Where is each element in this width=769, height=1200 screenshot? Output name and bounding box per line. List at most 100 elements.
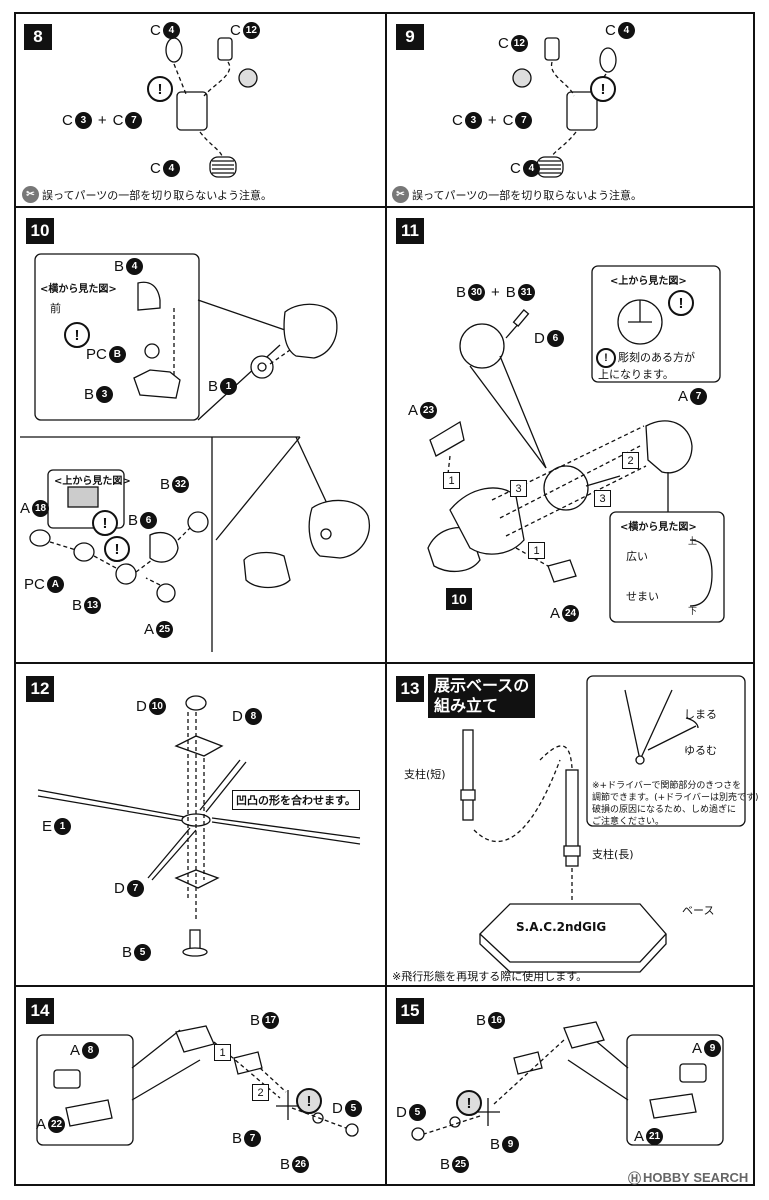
border-right — [753, 12, 755, 1186]
engrave-note-line1: 彫刻のある方が — [618, 351, 695, 364]
part-number: 31 — [517, 284, 535, 301]
part-number: 7 — [126, 880, 144, 897]
part-letter: B — [208, 378, 219, 395]
divider-row1 — [14, 206, 755, 208]
step13-base: ベース — [682, 904, 715, 917]
part-number: 18 — [32, 500, 50, 517]
part-number: 7 — [125, 112, 143, 129]
step13-short-post: 支柱(短) — [404, 768, 446, 781]
part-number: 9 — [502, 1136, 520, 1153]
engrave-note-line2: 上になります。 — [598, 368, 674, 381]
part-number: 8 — [244, 708, 262, 725]
caution-icon: ! — [92, 510, 118, 536]
step-15-number: 15 — [396, 998, 424, 1024]
part-number: 3 — [96, 386, 114, 403]
part-number: 7 — [690, 388, 708, 405]
part-letter: D — [136, 698, 147, 715]
part-letter: B — [440, 1156, 451, 1173]
step13-tighten: しまる — [684, 708, 717, 721]
step11-narrow-label: せまい — [626, 590, 659, 603]
part-letter: PC — [86, 346, 107, 363]
part-number: 4 — [126, 258, 144, 275]
caution-icon: ! — [296, 1088, 322, 1114]
driver-note-line: 調節できます。(+ドライバーは別売です) — [592, 793, 759, 803]
caution-icon: ! — [596, 348, 616, 368]
step-13-number: 13 — [396, 676, 424, 702]
step13-loosen: ゆるむ — [684, 744, 717, 757]
step11-seq-1a: 1 — [443, 472, 460, 489]
part-number: 12 — [510, 35, 528, 52]
step11-up-label: 上 — [688, 537, 698, 547]
scissors-icon: ✂ — [392, 186, 409, 203]
part-letter: E — [42, 818, 53, 835]
step10-front-label: 前 — [50, 302, 61, 315]
plus-sign: + — [491, 284, 500, 301]
step-10-number: 10 — [26, 218, 54, 244]
part-letter: A — [634, 1128, 645, 1145]
step-14-number: 14 — [26, 998, 54, 1024]
step11-engrave-note: !彫刻のある方が 上になります。 — [596, 348, 695, 382]
part-letter: C — [150, 22, 161, 39]
border-bottom — [14, 1184, 755, 1186]
part-number: 24 — [562, 605, 580, 622]
watermark-text: HOBBY SEARCH — [643, 1170, 749, 1185]
caution-icon: ! — [456, 1090, 482, 1116]
step11-seq-3b: 3 — [594, 490, 611, 507]
part-letter: C — [498, 35, 509, 52]
step9-note: ✂ 誤ってパーツの一部を切り取らないよう注意。 — [392, 186, 642, 203]
plus-sign: + — [487, 112, 497, 129]
part-letter: PC — [24, 576, 45, 593]
part-number: 1 — [220, 378, 238, 395]
part-number: 4 — [617, 22, 635, 39]
title-line2: 組み立て — [434, 696, 499, 715]
part-number: 32 — [172, 476, 190, 493]
caution-icon: ! — [590, 76, 616, 102]
part-number: 4 — [162, 160, 180, 177]
border-left — [14, 12, 16, 1186]
part-letter: B — [476, 1012, 487, 1029]
step10-top-view-title: <上から見た図> — [54, 476, 131, 487]
part-letter: A — [408, 402, 419, 419]
part-letter: A — [36, 1116, 47, 1133]
part-number: 1 — [54, 818, 72, 835]
step11-down-label: 下 — [688, 607, 698, 617]
part-letter: C — [62, 112, 73, 129]
step12-callout: 凹凸の形を合わせます。 — [232, 790, 360, 810]
sequence-marker: 3 — [510, 480, 527, 497]
part-letter: C — [510, 160, 521, 177]
step-11-number: 11 — [396, 218, 424, 244]
part-number: A — [46, 576, 64, 593]
divider-row3 — [14, 985, 755, 987]
step14-seq-2: 2 — [252, 1084, 269, 1101]
sequence-marker: 1 — [214, 1044, 231, 1061]
part-number: 10 — [148, 698, 166, 715]
sequence-marker: 1 — [528, 542, 545, 559]
part-number: 6 — [140, 512, 158, 529]
step10-side-view-title: <横から見た図> — [40, 284, 117, 295]
part-number: 4 — [162, 22, 180, 39]
part-letter: B — [505, 284, 516, 301]
part-number: 13 — [84, 597, 102, 614]
part-letter: D — [396, 1104, 407, 1121]
plus-sign: + — [97, 112, 107, 129]
part-letter: B — [84, 386, 95, 403]
